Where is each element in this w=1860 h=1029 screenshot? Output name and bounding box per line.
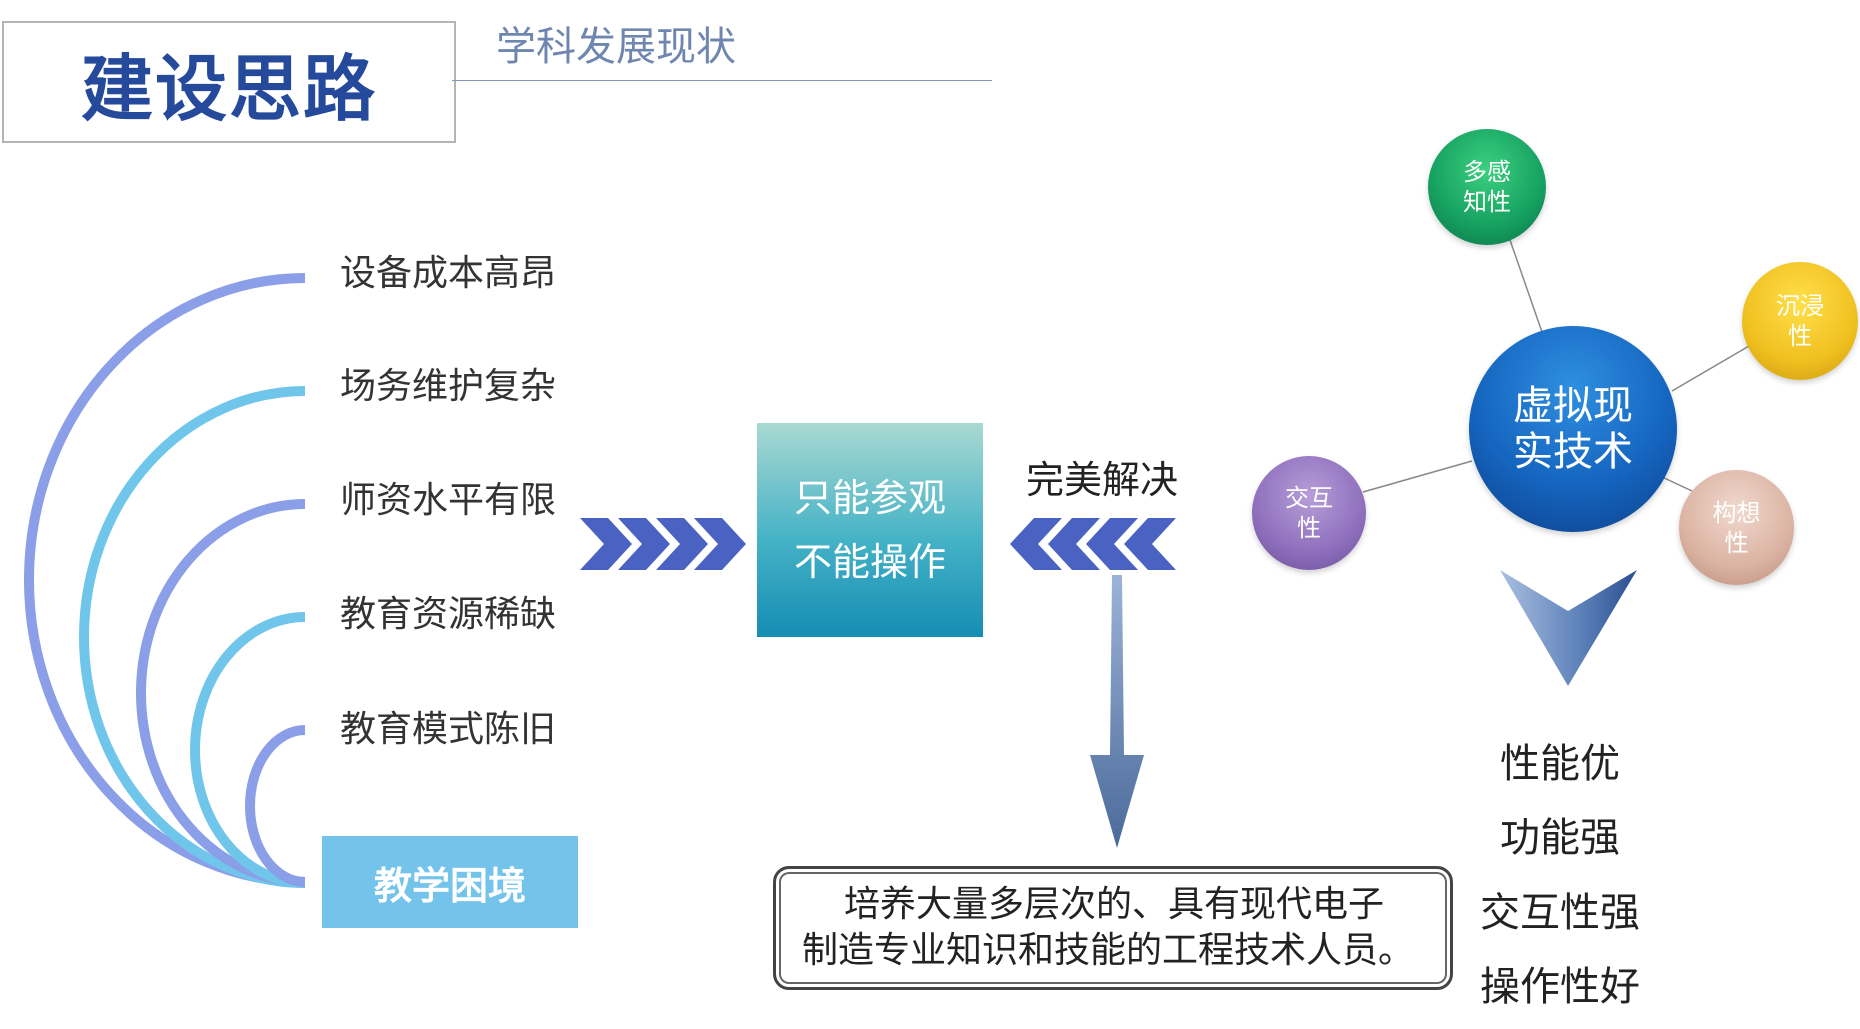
bubble-imagination: 构想 性: [1679, 470, 1794, 585]
chevron-left-3: [1048, 518, 1100, 570]
chevron-left-1: [1124, 518, 1176, 570]
status-box: 只能参观 不能操作: [757, 423, 983, 637]
problem-cost: 设备成本高昂: [340, 253, 557, 294]
problem-maintenance: 场务维护复杂: [340, 366, 557, 407]
page-title: 建设思路: [80, 46, 377, 131]
advantage-interactivity: 交互性强: [1480, 890, 1640, 936]
bubble-multi-sensory-label: 多感 知性: [1463, 158, 1511, 216]
bubble-interactivity-label: 交互 性: [1285, 484, 1333, 542]
arc-2: [79, 386, 306, 888]
arc-4: [190, 612, 306, 888]
bubble-vr-technology: 虚拟现 实技术: [1469, 326, 1677, 532]
arc-5: [245, 725, 306, 887]
chevron-right-2: [618, 518, 670, 570]
arc-3: [136, 499, 306, 887]
status-line-2: 不能操作: [793, 540, 946, 584]
status-line-1: 只能参观: [793, 476, 946, 520]
arc-1: [24, 273, 306, 887]
chevron-left-4: [1010, 518, 1062, 570]
bubble-imagination-label: 构想 性: [1712, 498, 1761, 557]
chevrons-left: [1010, 518, 1176, 570]
dilemma-box: 教学困境: [322, 836, 578, 928]
goal-line-2: 制造专业知识和技能的工程技术人员。: [802, 930, 1415, 971]
goal-line-1: 培养大量多层次的、具有现代电子: [844, 884, 1385, 925]
advantage-operability: 操作性好: [1480, 964, 1640, 1010]
bubble-interactivity: 交互 性: [1252, 456, 1366, 570]
goal-box: 培养大量多层次的、具有现代电子 制造专业知识和技能的工程技术人员。: [773, 866, 1453, 990]
dilemma-label: 教学困境: [373, 863, 526, 908]
advantage-function: 功能强: [1500, 815, 1620, 861]
problem-teachers: 师资水平有限: [340, 480, 557, 521]
chevron-right-1: [580, 518, 632, 570]
chevron-left-2: [1086, 518, 1138, 570]
bubble-immersion: 沉浸 性: [1742, 262, 1858, 380]
down-arrow: [1090, 575, 1144, 848]
chevron-right-4: [694, 518, 746, 570]
solution-label: 完美解决: [1026, 458, 1179, 502]
chevrons-right: [580, 518, 746, 570]
problem-resources: 教育资源稀缺: [340, 594, 557, 635]
page-subtitle: 学科发展现状: [496, 24, 736, 70]
title-box: 建设思路: [2, 21, 456, 143]
advantage-performance: 性能优: [1500, 741, 1620, 787]
subtitle-underline: [452, 80, 992, 81]
bubble-multi-sensory: 多感 知性: [1428, 129, 1546, 245]
problem-model: 教育模式陈旧: [340, 709, 557, 750]
bubble-connectors: [1362, 239, 1750, 493]
bubble-immersion-label: 沉浸 性: [1776, 292, 1824, 350]
chevron-right-3: [656, 518, 708, 570]
bubble-vr-technology-label: 虚拟现 实技术: [1513, 383, 1633, 475]
v-arrow: [1500, 570, 1637, 686]
